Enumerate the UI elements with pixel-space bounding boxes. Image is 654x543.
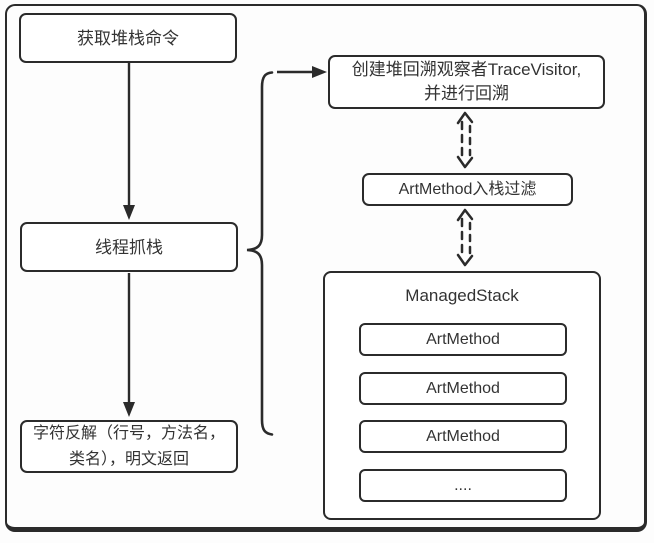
node-artmethod-filter-label: ArtMethod入栈过滤 [398,181,537,198]
node-char-decode-label: 字符反解（行号，方法名，类名），明文返回 [32,424,225,468]
node-char-decode: 字符反解（行号，方法名，类名），明文返回 [20,420,238,473]
node-thread-grab-stack-label: 线程抓栈 [95,237,163,257]
outer-frame [5,4,647,532]
stack-item-artmethod-3: ArtMethod [359,420,567,453]
node-trace-visitor-line1: 创建堆回溯观察者TraceVisitor, [351,60,582,79]
node-get-stack-command-label: 获取堆栈命令 [77,28,179,48]
node-trace-visitor: 创建堆回溯观察者TraceVisitor, 并进行回溯 [328,55,605,109]
node-get-stack-command: 获取堆栈命令 [19,13,237,63]
node-trace-visitor-line2: 并进行回溯 [424,84,509,103]
stack-item-artmethod-1: ArtMethod [359,323,567,356]
stack-item-artmethod-2: ArtMethod [359,372,567,405]
node-artmethod-filter: ArtMethod入栈过滤 [362,173,573,206]
managed-stack-container: ManagedStack ArtMethod ArtMethod ArtMeth… [323,271,601,520]
managed-stack-title: ManagedStack [405,286,519,305]
stack-item-ellipsis: .... [359,469,567,502]
node-thread-grab-stack: 线程抓栈 [20,222,238,272]
